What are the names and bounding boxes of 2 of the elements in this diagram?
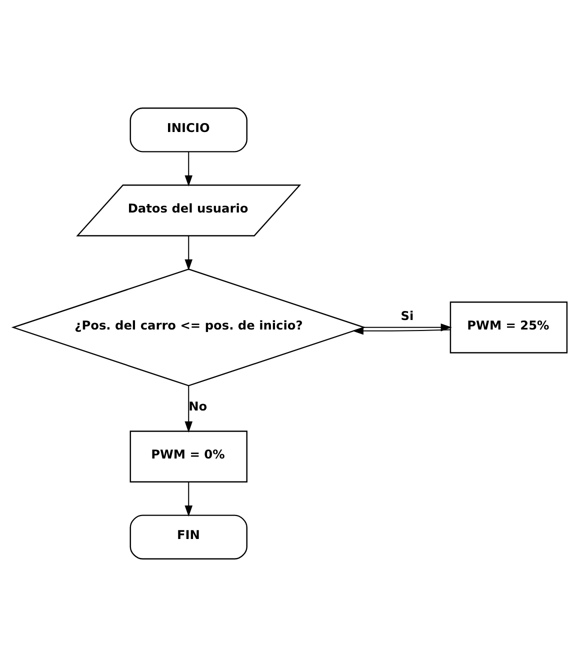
edge-label: No [188,399,207,414]
edge-label: Si [400,308,414,322]
